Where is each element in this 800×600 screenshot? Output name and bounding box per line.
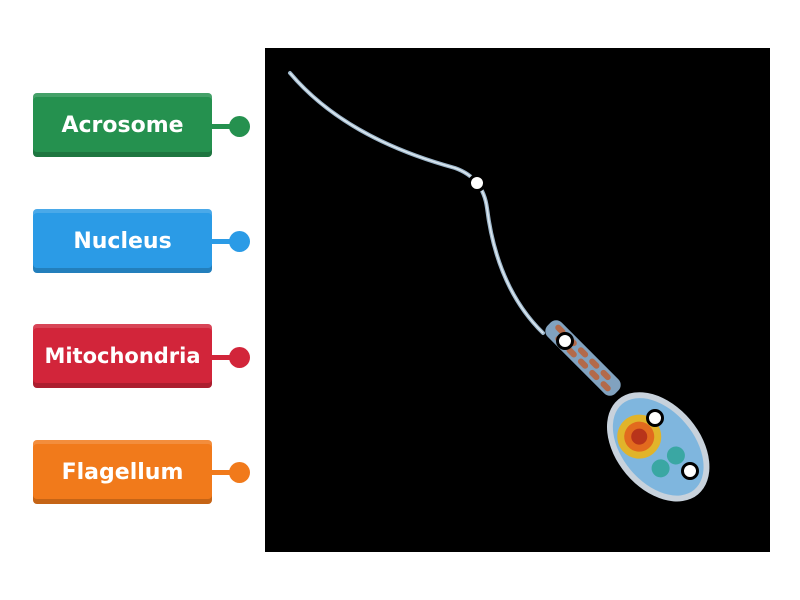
label-acrosome[interactable]: Acrosome <box>33 93 212 157</box>
hotspot-acrosome[interactable] <box>681 462 699 480</box>
connector-nucleus <box>212 239 234 244</box>
connector-mitochondria <box>212 355 234 360</box>
connector-acrosome <box>212 124 234 129</box>
connector-dot-nucleus[interactable] <box>229 231 250 252</box>
connector-dot-mitochondria[interactable] <box>229 347 250 368</box>
label-mitochondria[interactable]: Mitochondria <box>33 324 212 388</box>
hotspot-mitochondria[interactable] <box>556 332 574 350</box>
midpiece <box>545 320 621 396</box>
connector-dot-flagellum[interactable] <box>229 462 250 483</box>
hotspot-nucleus[interactable] <box>646 409 664 427</box>
sperm-head <box>606 392 710 502</box>
sperm-diagram <box>265 48 770 552</box>
label-nucleus[interactable]: Nucleus <box>33 209 212 273</box>
hotspot-flagellum[interactable] <box>468 174 486 192</box>
connector-flagellum <box>212 470 234 475</box>
label-flagellum[interactable]: Flagellum <box>33 440 212 504</box>
flagellum-tail <box>288 71 545 335</box>
connector-dot-acrosome[interactable] <box>229 116 250 137</box>
sperm-illustration <box>288 71 710 502</box>
acrosome-shape <box>651 459 670 478</box>
